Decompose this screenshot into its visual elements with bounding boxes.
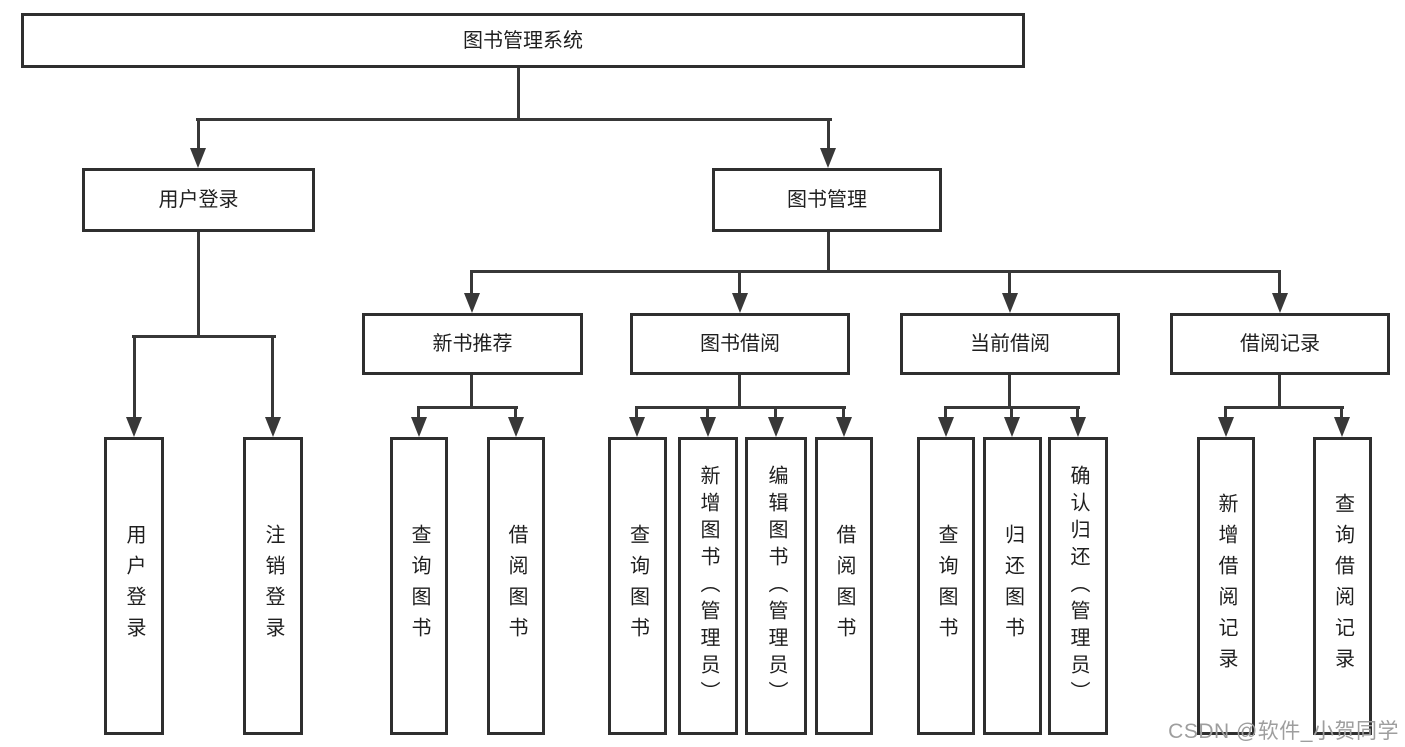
connector-userlogin-stub	[197, 232, 200, 337]
node-borrow-records: 借阅记录	[1170, 313, 1390, 375]
node-book-borrow: 图书借阅	[630, 313, 850, 375]
node-user-login: 用户登录	[82, 168, 315, 232]
leaf-query-books-recommend: 查询图书	[390, 437, 448, 735]
connector-stem	[944, 408, 947, 419]
connector-bookmgmt-branch	[470, 270, 1281, 273]
connector-stem-user-login	[197, 118, 200, 150]
connector-stem-leaf-login	[133, 337, 136, 417]
arrowhead-leaf	[700, 417, 716, 437]
connector-stem	[1340, 408, 1343, 419]
leaf-label: 借阅图书	[833, 524, 855, 648]
leaf-borrow-books: 借阅图书	[815, 437, 873, 735]
arrowhead-leaf	[836, 417, 852, 437]
arrowhead-leaf	[508, 417, 524, 437]
node-label: 用户登录	[158, 189, 239, 211]
connector-userlogin-branch	[132, 335, 276, 338]
connector-stem-leaf-logout	[271, 337, 274, 417]
connector-currentborrow-branch	[944, 406, 1080, 409]
leaf-label: 查询借阅记录	[1331, 493, 1354, 679]
node-label: 新书推荐	[432, 333, 513, 355]
connector-borrowrecords-stub	[1278, 375, 1281, 408]
leaf-query-books-borrow: 查询图书	[608, 437, 667, 735]
arrowhead-leaf-logout	[265, 417, 281, 437]
arrowhead-leaf-login	[126, 417, 142, 437]
arrowhead-leaf	[938, 417, 954, 437]
connector-stem-book-mgmt	[827, 118, 830, 150]
node-root-library-system: 图书管理系统	[21, 13, 1025, 68]
node-label: 当前借阅	[970, 333, 1050, 355]
arrowhead-user-login	[190, 148, 206, 168]
connector-stem	[1224, 408, 1227, 419]
leaf-label: 确认归还（管理员）	[1067, 464, 1089, 708]
csdn-watermark: CSDN @软件_小贺同学	[1168, 720, 1399, 743]
leaf-label: 查询图书	[408, 524, 430, 648]
arrowhead-leaf	[1218, 417, 1234, 437]
leaf-confirm-return-admin: 确认归还（管理员）	[1048, 437, 1108, 735]
connector-root-branch	[196, 118, 832, 121]
connector-stem-borrow-records	[1278, 270, 1281, 295]
connector-bookborrow-stub	[738, 375, 741, 408]
arrowhead-book-mgmt	[820, 148, 836, 168]
arrowhead-leaf	[629, 417, 645, 437]
leaf-label: 查询图书	[626, 524, 649, 648]
connector-newbook-stub	[470, 375, 473, 408]
leaf-user-login: 用户登录	[104, 437, 164, 735]
leaf-label: 借阅图书	[505, 524, 527, 648]
leaf-label: 新增借阅记录	[1215, 493, 1237, 679]
leaf-return-books: 归还图书	[983, 437, 1042, 735]
leaf-query-books-current: 查询图书	[917, 437, 975, 735]
node-current-borrow: 当前借阅	[900, 313, 1120, 375]
leaf-logout: 注销登录	[243, 437, 303, 735]
connector-stem	[706, 408, 709, 419]
node-book-management: 图书管理	[712, 168, 942, 232]
leaf-label: 用户登录	[123, 524, 145, 648]
node-new-book-recommend: 新书推荐	[362, 313, 583, 375]
leaf-label: 归还图书	[1001, 524, 1024, 648]
leaf-label: 编辑图书（管理员）	[765, 464, 787, 708]
connector-stem	[1076, 408, 1079, 419]
leaf-borrow-books-recommend: 借阅图书	[487, 437, 545, 735]
arrowhead-leaf	[768, 417, 784, 437]
leaf-add-borrow-record: 新增借阅记录	[1197, 437, 1255, 735]
connector-stem-current-borrow	[1008, 270, 1011, 295]
connector-stem	[417, 408, 420, 419]
leaf-label: 查询图书	[935, 524, 957, 648]
arrowhead-new-book	[464, 293, 480, 313]
arrowhead-leaf	[1334, 417, 1350, 437]
connector-stem	[635, 408, 638, 419]
node-label: 图书管理	[787, 189, 867, 211]
connector-root-stub	[517, 68, 520, 120]
connector-stem	[842, 408, 845, 419]
connector-stem-book-borrow	[738, 270, 741, 295]
connector-stem	[774, 408, 777, 419]
arrowhead-book-borrow	[732, 293, 748, 313]
connector-bookmgmt-stub	[827, 232, 830, 272]
connector-currentborrow-stub	[1008, 375, 1011, 408]
node-label: 图书管理系统	[463, 29, 583, 52]
leaf-label: 新增图书（管理员）	[697, 464, 719, 708]
node-label: 借阅记录	[1240, 333, 1320, 355]
connector-borrowrecords-branch	[1224, 406, 1344, 409]
connector-stem	[1010, 408, 1013, 419]
arrowhead-borrow-records	[1272, 293, 1288, 313]
leaf-query-borrow-record: 查询借阅记录	[1313, 437, 1372, 735]
connector-stem	[514, 408, 517, 419]
connector-newbook-branch	[417, 406, 518, 409]
connector-bookborrow-branch	[635, 406, 846, 409]
node-label: 图书借阅	[700, 333, 780, 355]
leaf-add-books-admin: 新增图书（管理员）	[678, 437, 738, 735]
leaf-label: 注销登录	[262, 524, 284, 648]
arrowhead-leaf	[1070, 417, 1086, 437]
arrowhead-current-borrow	[1002, 293, 1018, 313]
arrowhead-leaf	[411, 417, 427, 437]
arrowhead-leaf	[1004, 417, 1020, 437]
leaf-edit-books-admin: 编辑图书（管理员）	[745, 437, 807, 735]
connector-stem-new-book	[470, 270, 473, 295]
